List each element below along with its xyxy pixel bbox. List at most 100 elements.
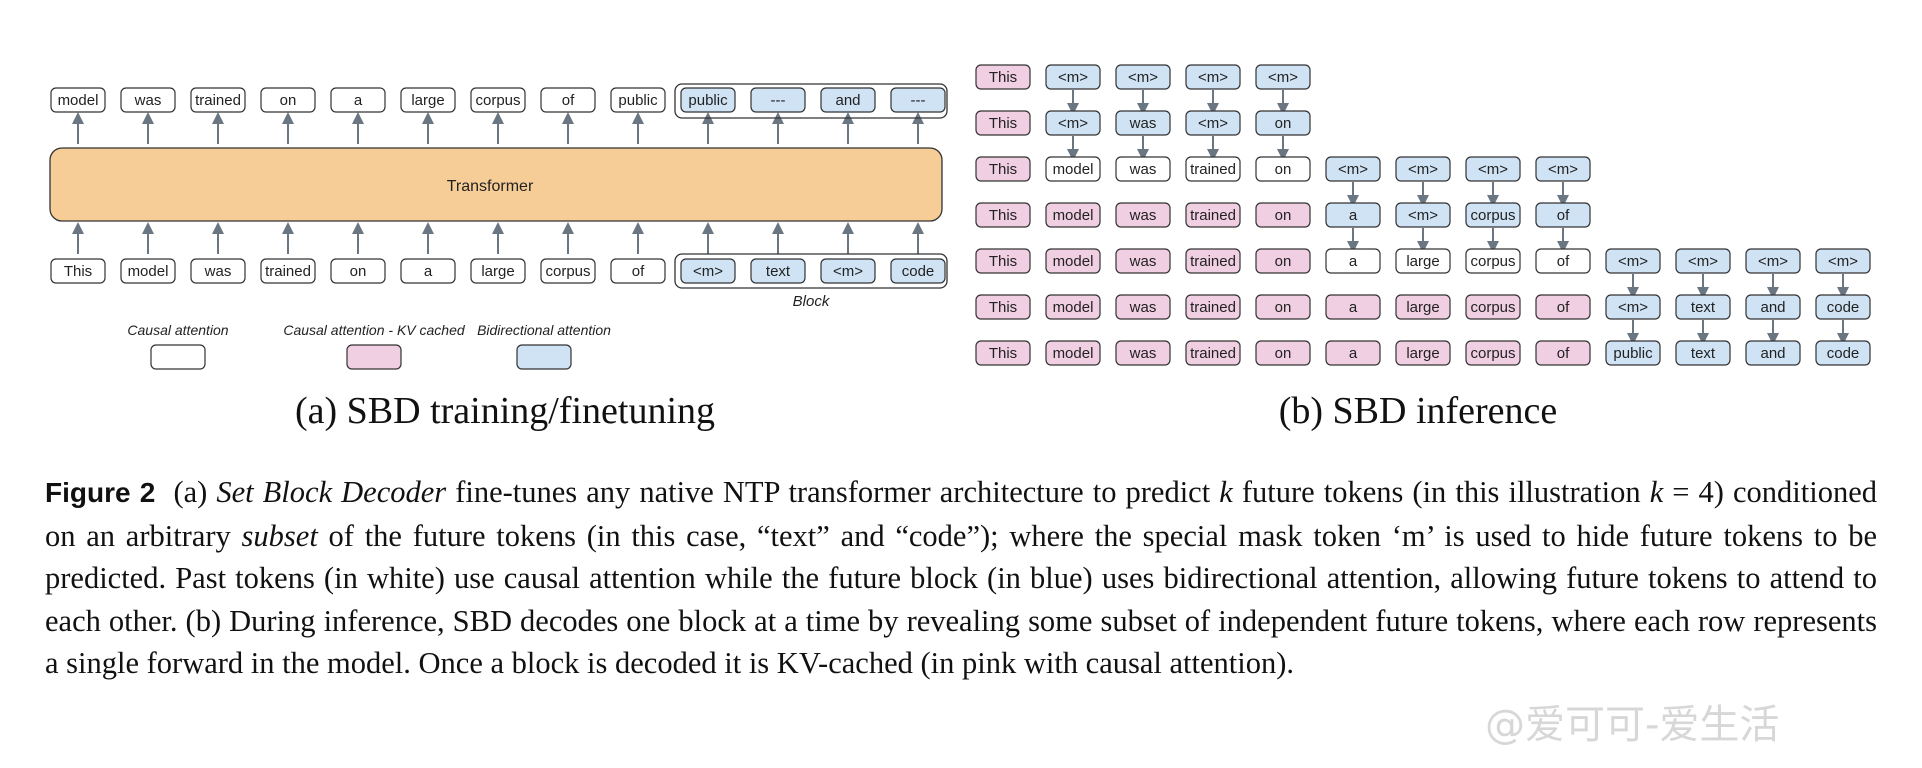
token: This — [975, 294, 1031, 320]
token: --- — [890, 87, 946, 113]
token-label: a — [1349, 345, 1358, 362]
token-box — [1045, 294, 1101, 320]
token-label: was — [1129, 345, 1157, 362]
token-label: and — [1760, 299, 1785, 316]
token-box — [1465, 248, 1521, 274]
token-label: and — [835, 92, 860, 109]
token-label: text — [1691, 299, 1716, 316]
token-box — [540, 258, 596, 284]
token-label: of — [1557, 253, 1570, 270]
token-box — [975, 110, 1031, 136]
token-label: of — [1557, 345, 1570, 362]
token: model — [120, 258, 176, 284]
token: <m> — [1465, 156, 1521, 182]
token-box — [1605, 248, 1661, 274]
token-box — [1395, 340, 1451, 366]
token: public — [610, 87, 666, 113]
token-label: <m> — [1478, 161, 1508, 178]
token-box — [1325, 294, 1381, 320]
token: large — [1395, 248, 1451, 274]
token: model — [1045, 202, 1101, 228]
token-label: on — [1275, 115, 1292, 132]
caption-emph: k — [1219, 475, 1233, 509]
token: text — [750, 258, 806, 284]
token-label: trained — [1190, 207, 1236, 224]
token-label: on — [350, 263, 367, 280]
token-label: model — [1053, 161, 1094, 178]
token-box — [890, 258, 946, 284]
token-label: a — [1349, 207, 1358, 224]
token-label: on — [1275, 207, 1292, 224]
token: large — [400, 87, 456, 113]
token-box — [1255, 110, 1311, 136]
token: and — [820, 87, 876, 113]
token-label: large — [1406, 345, 1439, 362]
token: a — [1325, 202, 1381, 228]
token: corpus — [470, 87, 526, 113]
token-label: trained — [1190, 161, 1236, 178]
caption-text: of the future tokens (in this case, “tex… — [45, 518, 1878, 681]
token-label: large — [481, 263, 514, 280]
token-label: a — [424, 263, 433, 280]
token: was — [1115, 248, 1171, 274]
token: on — [330, 258, 386, 284]
token-label: trained — [265, 263, 311, 280]
token: of — [540, 87, 596, 113]
token-label: and — [1760, 345, 1785, 362]
token-box — [1185, 202, 1241, 228]
token: code — [890, 258, 946, 284]
token-box — [1255, 64, 1311, 90]
token-label: large — [411, 92, 444, 109]
legend-label: Causal attention - KV cached — [283, 322, 466, 338]
token-label: text — [1691, 345, 1716, 362]
token: <m> — [1045, 64, 1101, 90]
token-label: --- — [771, 92, 786, 109]
token-box — [1115, 202, 1171, 228]
token-label: <m> — [1128, 69, 1158, 86]
caption-text: future tokens (in this illustration — [1232, 475, 1650, 509]
token-box — [1115, 64, 1171, 90]
panel-b-sublabel: (b) SBD inference — [1279, 390, 1558, 432]
token-box — [975, 248, 1031, 274]
token-label: on — [1275, 253, 1292, 270]
token-box — [820, 258, 876, 284]
token: a — [400, 258, 456, 284]
token-box — [1185, 248, 1241, 274]
token-label: <m> — [1338, 161, 1368, 178]
watermark: @爱可可-爱生活 — [1485, 702, 1780, 748]
token-label: of — [1557, 299, 1570, 316]
token: of — [1535, 202, 1591, 228]
token-label: trained — [1190, 299, 1236, 316]
token-box — [1535, 248, 1591, 274]
token-label: corpus — [1470, 253, 1515, 270]
token-label: <m> — [1058, 115, 1088, 132]
token-label: This — [64, 263, 92, 280]
token-label: on — [280, 92, 297, 109]
token-box — [1675, 340, 1731, 366]
token: <m> — [1325, 156, 1381, 182]
token: of — [1535, 340, 1591, 366]
token: text — [1675, 294, 1731, 320]
token: a — [1325, 294, 1381, 320]
token-label: This — [989, 345, 1017, 362]
token: large — [1395, 340, 1451, 366]
token-box — [1395, 248, 1451, 274]
token: <m> — [1045, 110, 1101, 136]
token: large — [1395, 294, 1451, 320]
token: was — [1115, 340, 1171, 366]
token: model — [1045, 294, 1101, 320]
token: was — [1115, 202, 1171, 228]
token-label: text — [766, 263, 791, 280]
token: <m> — [1815, 248, 1871, 274]
token: was — [1115, 110, 1171, 136]
transformer-label: Transformer — [447, 178, 534, 195]
token-box — [1605, 340, 1661, 366]
token-label: was — [1129, 207, 1157, 224]
token: model — [1045, 156, 1101, 182]
token: on — [1255, 248, 1311, 274]
token-label: public — [1613, 345, 1653, 362]
token-box — [975, 156, 1031, 182]
token-label: <m> — [1408, 207, 1438, 224]
legend-label: Bidirectional attention — [477, 322, 611, 338]
